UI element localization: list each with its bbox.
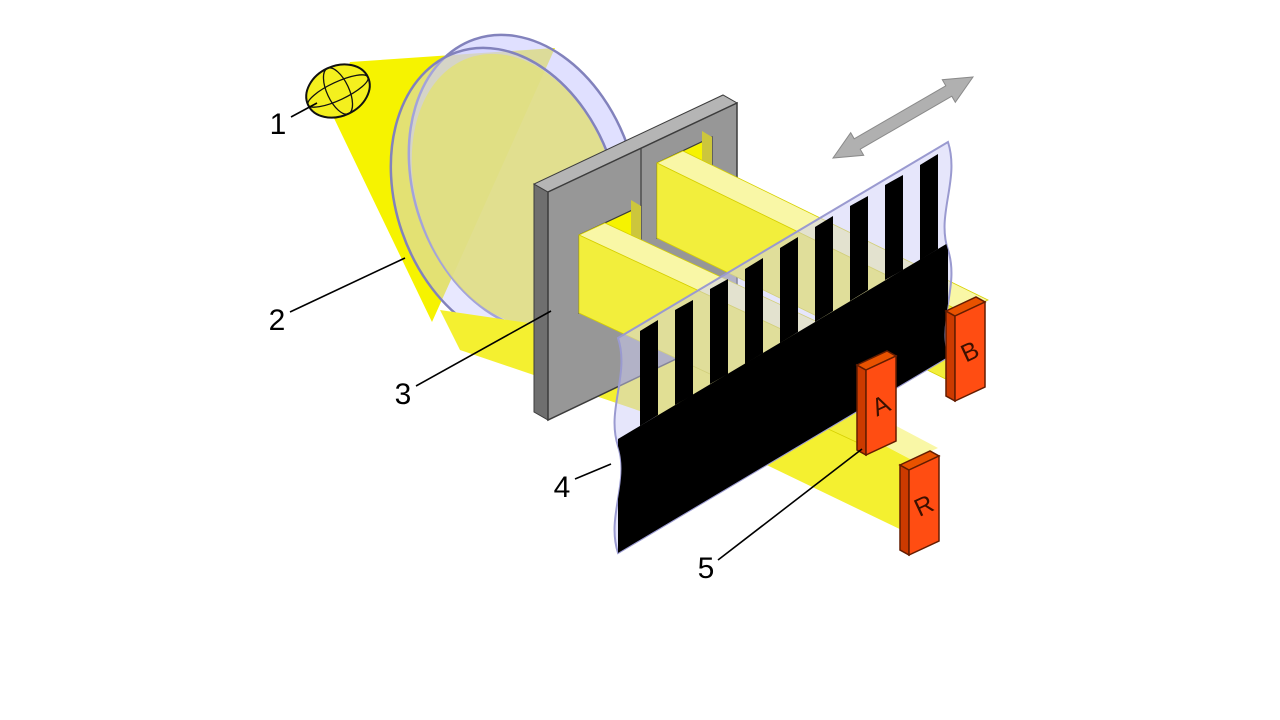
motion-arrow-icon xyxy=(831,76,975,159)
label-scale: 4 xyxy=(554,471,571,504)
scale-bar xyxy=(640,320,658,426)
label-light-source: 1 xyxy=(270,108,287,141)
scale-bar xyxy=(920,154,938,260)
leader-line-4 xyxy=(574,463,612,480)
scale-bar xyxy=(885,175,903,280)
scale-opaque-region xyxy=(618,243,948,553)
mask-left-face xyxy=(533,183,549,421)
detector-b-side-face xyxy=(945,309,956,403)
scale-bar xyxy=(780,237,798,343)
detector-r-side-face xyxy=(899,463,910,557)
detector-a-front-face xyxy=(865,354,897,457)
detector-a: A xyxy=(855,350,898,457)
detector-b: B xyxy=(944,296,987,403)
detector-b-front-face xyxy=(954,300,986,403)
detector-r-front-face xyxy=(908,454,940,557)
scale-pattern xyxy=(618,154,948,553)
scale-bar xyxy=(675,300,693,405)
detector-a-side-face xyxy=(856,363,867,457)
scale-bar xyxy=(745,258,763,364)
leader-line-5 xyxy=(717,448,863,561)
label-lens: 2 xyxy=(269,304,286,337)
label-detectors: 5 xyxy=(698,552,715,585)
code-scale xyxy=(613,140,953,555)
leader-line-2 xyxy=(289,257,406,313)
label-mask: 3 xyxy=(395,378,412,411)
callouts xyxy=(289,102,863,561)
detector-r: R xyxy=(898,450,941,557)
scale-bar xyxy=(710,279,728,384)
scale-bar xyxy=(850,196,868,301)
scale-bar xyxy=(815,216,833,322)
leader-line-3 xyxy=(415,310,552,387)
leader-line-1 xyxy=(290,102,318,118)
light-source-icon xyxy=(305,63,371,119)
